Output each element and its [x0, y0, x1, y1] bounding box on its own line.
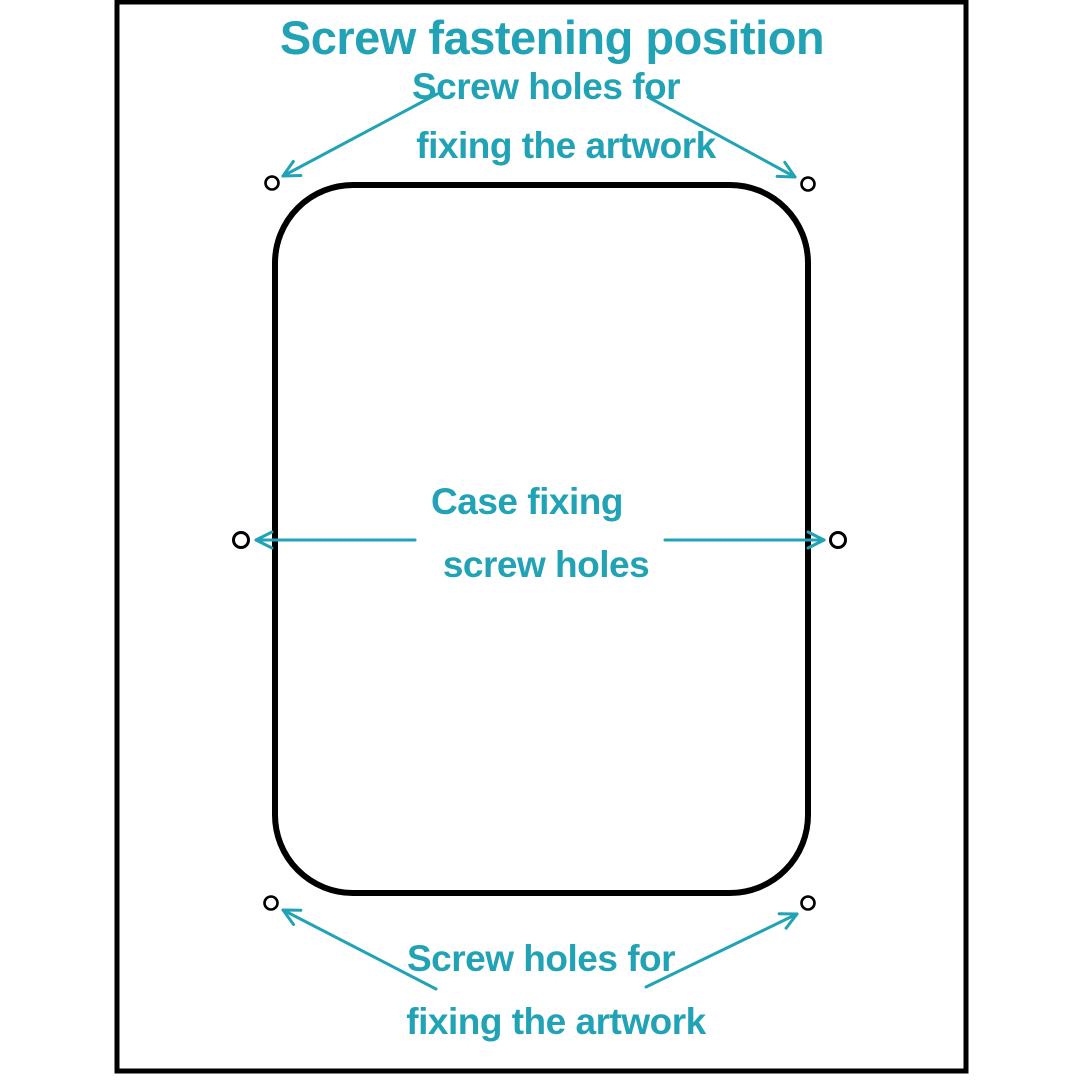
middle-label-line-1: Case fixing: [431, 481, 623, 522]
outer-border: [114, 0, 969, 1074]
top-label-line-2: fixing the artwork: [416, 125, 716, 166]
middle-label: Case fixing screw holes: [431, 481, 650, 585]
bottom-label-line-2: fixing the artwork: [406, 1001, 706, 1042]
arrow-bottom-right-icon: [644, 912, 799, 989]
top-label-line-1: Screw holes for: [412, 66, 680, 107]
screw-hole-bottom-left-icon: [263, 895, 279, 911]
screw-hole-top-right-icon: [800, 176, 816, 192]
arrow-bottom-left-icon: [281, 908, 438, 991]
screw-hole-middle-right-icon: [829, 531, 847, 549]
bottom-label-line-1: Screw holes for: [407, 938, 675, 979]
screw-hole-top-left-icon: [264, 175, 280, 191]
top-label: Screw holes for fixing the artwork: [412, 66, 717, 166]
screw-hole-bottom-right-icon: [800, 895, 816, 911]
bottom-label: Screw holes for fixing the artwork: [406, 938, 707, 1042]
arrow-top-right-icon: [646, 95, 797, 179]
arrow-top-left-icon: [281, 92, 439, 178]
page-title: Screw fastening position: [280, 11, 824, 64]
middle-label-line-2: screw holes: [443, 544, 649, 585]
screw-hole-middle-left-icon: [232, 531, 250, 549]
